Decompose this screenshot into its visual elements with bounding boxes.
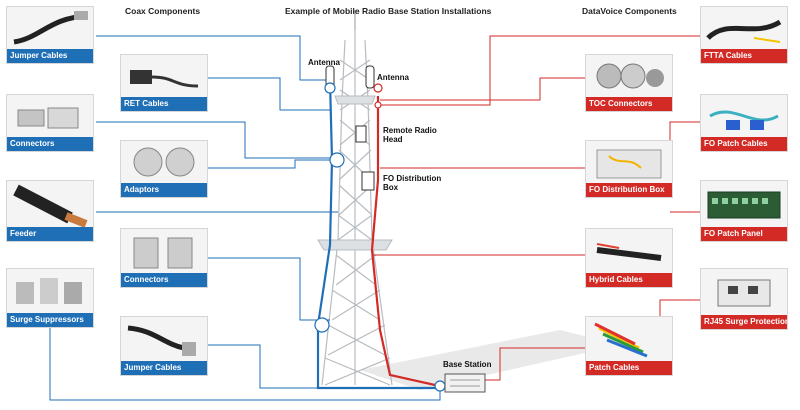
coax-connector-icon [7,95,93,138]
surge-suppressor-icon [7,269,93,314]
hybrid-cable-icon [586,229,672,274]
fiber-hybrid-run [370,96,436,387]
rj45-surge-icon [701,269,787,316]
coax-components-header: Coax Components [125,6,201,16]
card-label: Connectors [7,137,93,151]
card-hybrid-cables[interactable]: Hybrid Cables [585,228,673,288]
card-surge-suppressors[interactable]: Surge Suppressors [6,268,94,328]
coax-feeder-run [316,79,440,390]
toc-connector-icon [586,55,672,98]
patch-panel-icon [701,181,787,228]
card-label: Adaptors [121,183,207,197]
card-label: Feeder [7,227,93,241]
lattice-tower [321,30,393,386]
coax-connector-icon [121,229,207,274]
datavoice-connection-lines [372,35,700,381]
card-label: FO Patch Panel [701,227,787,241]
card-label: Jumper Cables [121,361,207,375]
datavoice-components-header: DataVoice Components [582,6,677,16]
antenna-right-label: Antenna [377,73,409,82]
card-label: TOC Connectors [586,97,672,111]
card-label: FTTA Cables [701,49,787,63]
card-label: Surge Suppressors [7,313,93,327]
cable-clamp-icons [314,82,446,392]
card-label: Patch Cables [586,361,672,375]
card-toc-connectors[interactable]: TOC Connectors [585,54,673,112]
card-label: FO Distribution Box [586,183,672,197]
base-station-label: Base Station [443,360,492,369]
card-fo-patch-panel[interactable]: FO Patch Panel [700,180,788,242]
fo-distribution-box-label: FO Distribution Box [383,174,442,192]
card-label: RJ45 Surge Protection [701,315,787,329]
diagram-title: Example of Mobile Radio Base Station Ins… [285,6,492,16]
card-feeder[interactable]: Feeder [6,180,94,242]
card-label: RET Cables [121,97,207,111]
remote-radio-head-label: Remote Radio Head [383,126,437,144]
card-jumper-cables-2[interactable]: Jumper Cables [120,316,208,376]
feeder-cable-icon [7,181,93,228]
card-fo-patch-cables[interactable]: FO Patch Cables [700,94,788,152]
antenna-left-label: Antenna [308,58,340,67]
card-patch-cables[interactable]: Patch Cables [585,316,673,376]
coax-cable-icon [7,7,93,50]
card-label: Hybrid Cables [586,273,672,287]
card-rj45-surge-protection[interactable]: RJ45 Surge Protection [700,268,788,330]
adaptor-icon [121,141,207,184]
card-label: FO Patch Cables [701,137,787,151]
card-label: Connectors [121,273,207,287]
card-connectors-2[interactable]: Connectors [120,228,208,288]
card-adaptors[interactable]: Adaptors [120,140,208,198]
card-jumper-cables[interactable]: Jumper Cables [6,6,94,64]
ret-cable-icon [121,55,207,98]
tower-shadow [360,330,620,390]
card-ftta-cables[interactable]: FTTA Cables [700,6,788,64]
fiber-clamp-icons [373,83,383,109]
ftta-cable-icon [701,7,787,50]
fo-distribution-box-icon [361,171,375,191]
base-station-icon [444,373,486,393]
fo-patch-cable-icon [701,95,787,138]
card-connectors[interactable]: Connectors [6,94,94,152]
card-ret-cables[interactable]: RET Cables [120,54,208,112]
card-fo-distribution-box[interactable]: FO Distribution Box [585,140,673,198]
upper-platform [334,95,376,105]
coax-cable-icon [121,317,207,362]
antenna-right-icon [365,65,375,89]
distribution-box-icon [586,141,672,184]
patch-cable-icon [586,317,672,362]
card-label: Jumper Cables [7,49,93,63]
remote-radio-head-icon [355,125,367,143]
